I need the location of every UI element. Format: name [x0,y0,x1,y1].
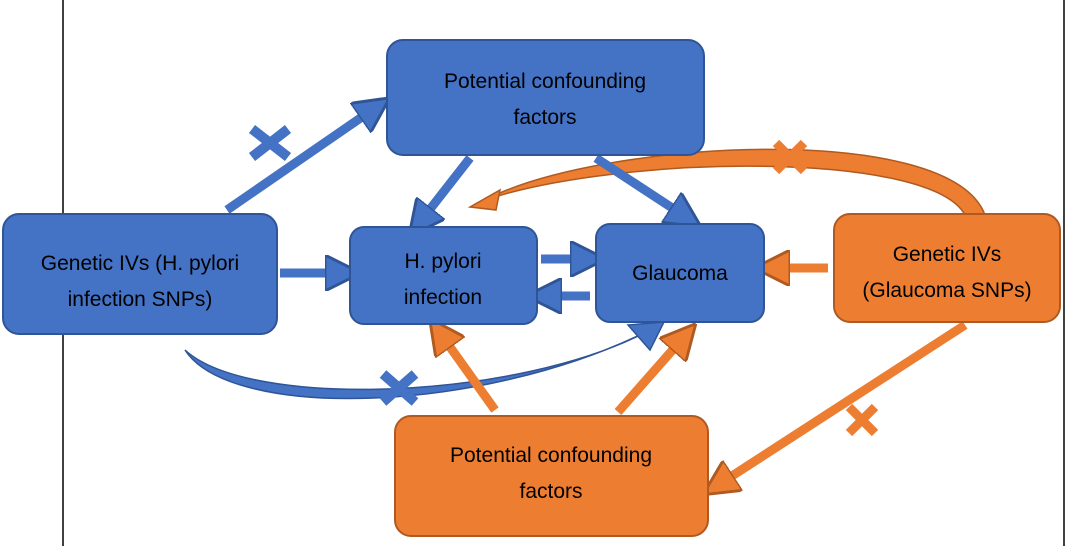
node-hp-infection-line1: H. pylori [404,250,481,273]
arrow-confounders-to-hp [420,155,474,222]
node-genetic-ivs-hp-line2: infection SNPs) [68,288,213,311]
node-confounders-top: Potential confounding factors [386,39,705,156]
node-genetic-ivs-hp: Genetic IVs (H. pylori infection SNPs) [2,213,278,335]
cross-icon-bottom-left [379,370,419,406]
cross-icon-top-right [772,139,808,175]
node-hp-infection-line2: infection [404,286,482,309]
curved-arrow-glaucoma-ivs-to-hp [484,148,987,216]
node-genetic-ivs-glaucoma: Genetic IVs (Glaucoma SNPs) [833,213,1061,323]
arrow-bottom-confounders-to-glaucoma [614,337,684,415]
node-confounders-top-line2: factors [513,106,576,129]
curved-arrow-hp-ivs-to-glaucoma-head [626,321,666,352]
node-genetic-ivs-glaucoma-line1: Genetic IVs [893,243,1002,266]
node-confounders-bottom: Potential confounding factors [394,415,709,537]
node-genetic-ivs-hp-line1: Genetic IVs (H. pylori [41,252,239,275]
node-confounders-top-line1: Potential confounding [444,70,646,93]
node-glaucoma-line1: Glaucoma [632,262,728,285]
arrow-confounders-to-glaucoma [593,154,686,217]
arrow-hp-ivs-to-confounders [224,108,375,214]
cross-icon-top-left [248,125,292,161]
node-confounders-bottom-line1: Potential confounding [450,444,652,467]
node-confounders-bottom-line2: factors [519,480,582,503]
arrow-bottom-confounders-to-hp [440,333,499,413]
node-glaucoma: Glaucoma [595,223,765,323]
curved-arrow-glaucoma-ivs-to-hp-head [467,188,502,211]
cross-icon-bottom-right [845,403,879,437]
curved-arrow-hp-ivs-to-glaucoma [184,329,651,400]
node-genetic-ivs-glaucoma-line2: (Glaucoma SNPs) [862,279,1031,302]
node-hp-infection: H. pylori infection [349,226,538,325]
arrow-glaucoma-ivs-to-bottom-confounders [718,321,968,485]
